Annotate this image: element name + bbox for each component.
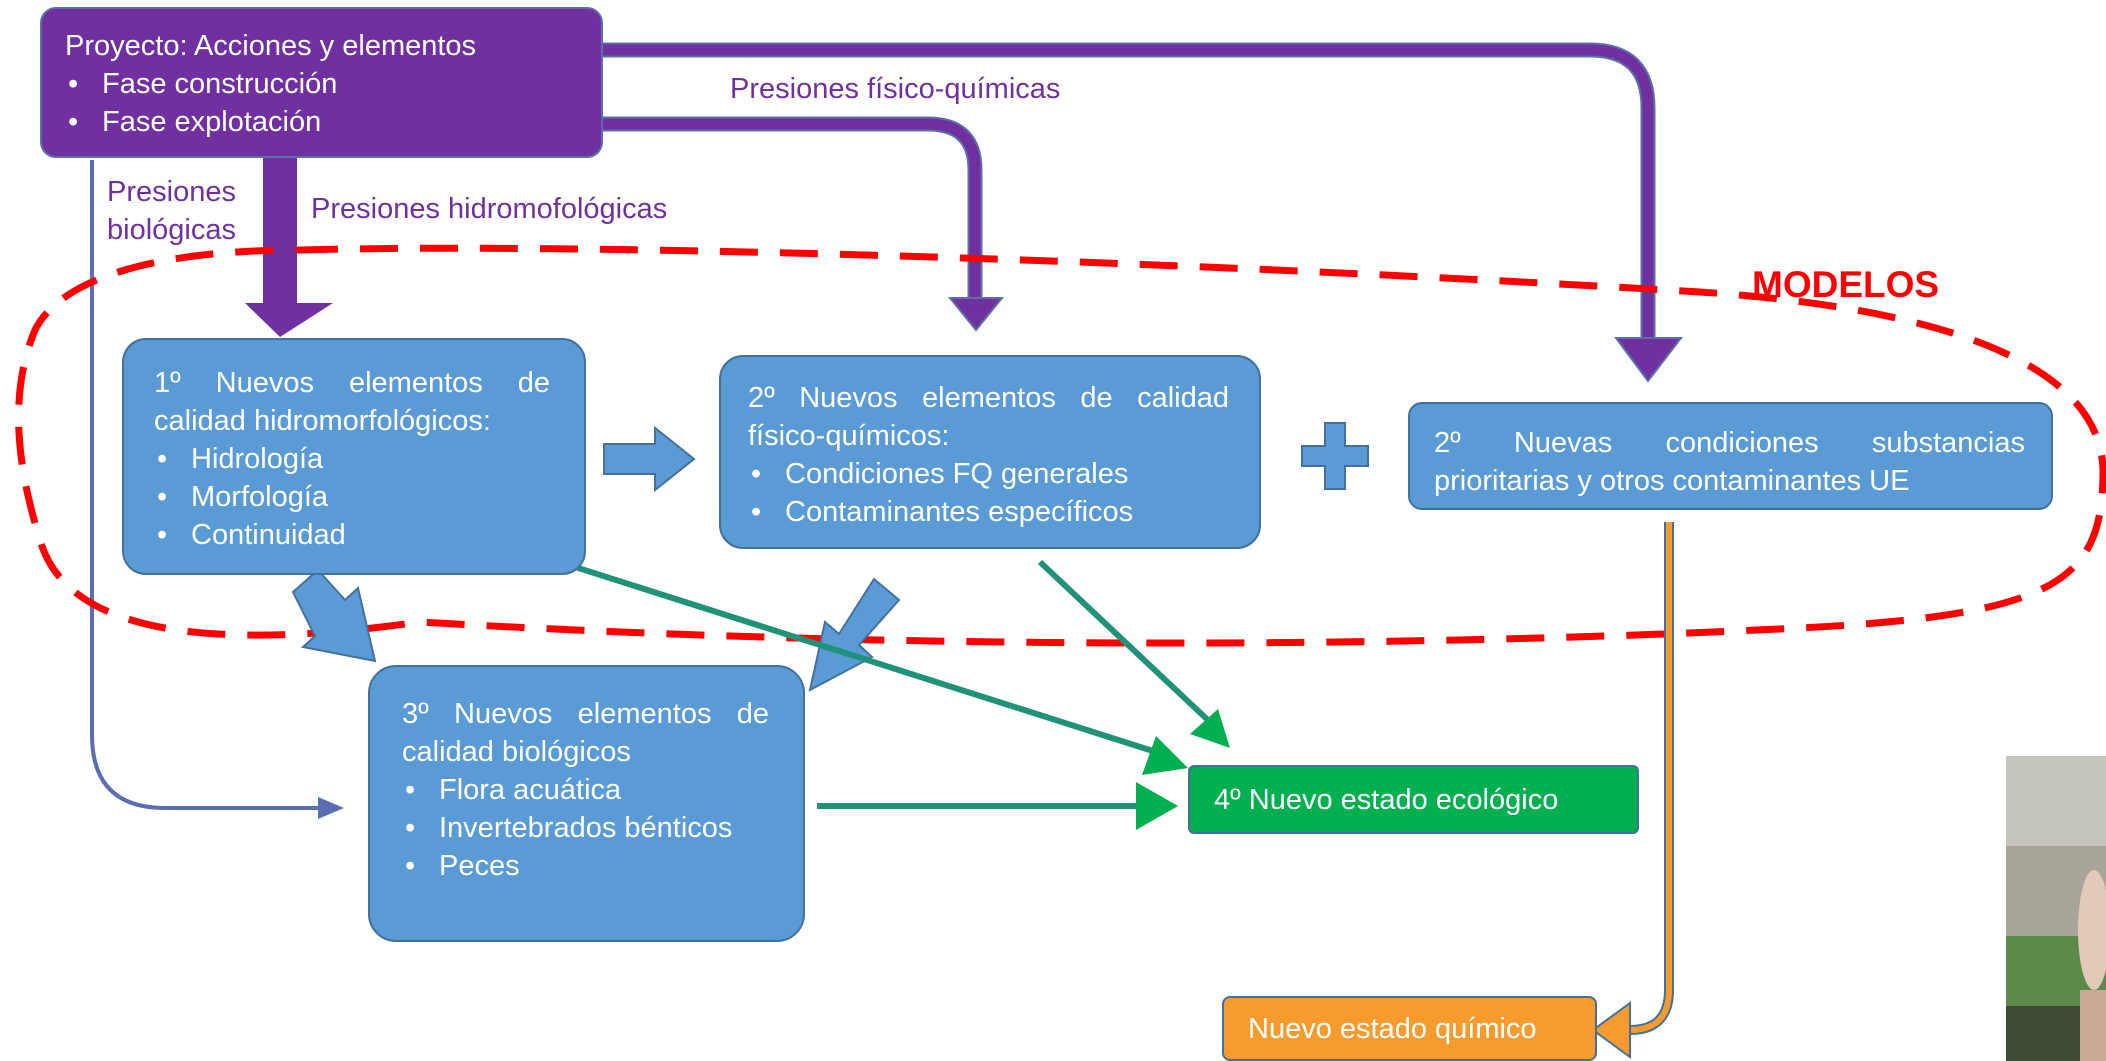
plus-sign	[1301, 422, 1369, 490]
project-phase-construction: Fase construcción	[65, 65, 577, 103]
item-aquatic-flora: Flora acuática	[402, 771, 769, 809]
project-phase-operation: Fase explotación	[65, 103, 577, 141]
hydromorphological-title-line2: calidad hidromorfológicos:	[154, 405, 491, 437]
arrow-hydromorphological-to-biological	[291, 568, 377, 663]
priority-substances-line2: prioritarias y otros contaminantes UE	[1434, 465, 1910, 497]
physicochemical-elements-box: 2º Nuevos elementos de calidad físico-qu…	[719, 355, 1261, 549]
biological-list: Flora acuática Invertebrados bénticos Pe…	[402, 771, 769, 885]
priority-substances-line1: 2º Nuevas condiciones substancias	[1434, 427, 2025, 459]
priority-substances-pressure-arrowhead	[1614, 337, 1684, 383]
hydromorphological-pressure-arrow	[245, 152, 333, 337]
physicochemical-list: Condiciones FQ generales Contaminantes e…	[748, 455, 1229, 531]
physicochemical-title-line1: 2º Nuevos elementos de calidad	[748, 382, 1229, 414]
green-arrowhead-physicochemical	[1190, 709, 1230, 748]
item-general-fq-conditions: Condiciones FQ generales	[748, 455, 1229, 493]
arrow-hydromorphological-to-physicochemical	[603, 425, 696, 493]
green-arrowhead-biological	[1136, 782, 1178, 830]
arrow-physicochemical-to-biological	[808, 577, 901, 692]
models-label: MODELOS	[1752, 264, 1940, 305]
physicochemical-title-line2: físico-químicos:	[748, 420, 950, 452]
priority-substances-box: 2º Nuevas condiciones substancias priori…	[1408, 402, 2053, 510]
green-line-physicochemical-to-ecological	[1037, 559, 1213, 725]
label-physicochemical-pressures: Presiones físico-químicas	[730, 73, 1061, 105]
chemical-state-box: Nuevo estado químico	[1222, 996, 1597, 1061]
item-specific-contaminants: Contaminantes específicos	[748, 493, 1229, 531]
ecological-state-box: 4º Nuevo estado ecológico	[1188, 765, 1639, 834]
green-line-hydromorphological-to-ecological	[502, 541, 1157, 755]
project-title: Proyecto: Acciones y elementos	[65, 30, 477, 62]
biological-elements-box: 3º Nuevos elementos de calidad biológico…	[368, 665, 805, 942]
label-biological-pressures-line2: biológicas	[107, 214, 236, 246]
green-arrowhead-hydromorphological	[1142, 736, 1188, 775]
biological-pressure-line	[90, 160, 318, 810]
hydromorphological-list: Hidrología Morfología Continuidad	[154, 440, 550, 554]
label-biological-pressures-line1: Presiones	[107, 176, 236, 208]
landscape-photo	[2006, 756, 2106, 1061]
biological-pressure-arrowhead	[318, 797, 344, 819]
hydromorphological-elements-box: 1º Nuevos elementos de calidad hidromorf…	[122, 338, 586, 575]
item-fish: Peces	[402, 847, 769, 885]
project-phase-list: Fase construcción Fase explotación	[65, 65, 577, 141]
hydromorphological-title-line1: 1º Nuevos elementos de	[154, 367, 550, 399]
label-hydromorphological-pressures: Presiones hidromofológicas	[311, 193, 668, 225]
chemical-state-arrowhead	[1591, 1001, 1631, 1059]
models-boundary	[15, 244, 2106, 647]
biological-title-line2: calidad biológicos	[402, 736, 631, 768]
physicochemical-pressure-arrowhead	[947, 297, 1005, 332]
item-hydrology: Hidrología	[154, 440, 550, 478]
item-continuity: Continuidad	[154, 516, 550, 554]
item-benthic-invertebrates: Invertebrados bénticos	[402, 809, 769, 847]
project-box: Proyecto: Acciones y elementos Fase cons…	[40, 7, 603, 158]
item-morphology: Morfología	[154, 478, 550, 516]
biological-title-line1: 3º Nuevos elementos de	[402, 698, 769, 730]
